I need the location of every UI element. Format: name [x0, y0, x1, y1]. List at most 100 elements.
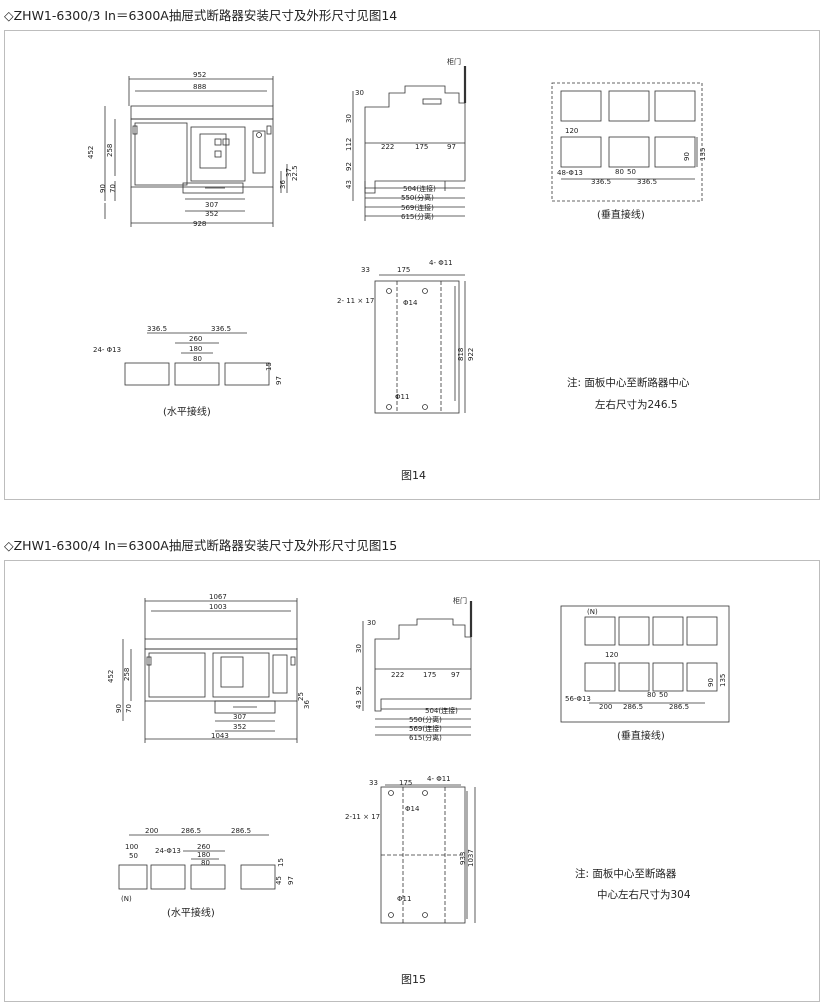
- fig14-mount-d33: 33: [361, 266, 370, 274]
- fig14-side-door: 柜门: [447, 57, 461, 66]
- fig14-side-d550: 550(分离): [401, 193, 434, 202]
- fig14-mount-slot: 2- 11 × 17: [337, 297, 374, 305]
- fig15-note-line2: 中心左右尺寸为304: [597, 888, 691, 901]
- fig15-vert-d200: 200: [599, 703, 612, 711]
- fig15-mount-view: [380, 784, 476, 924]
- fig15-heading: ◇ZHW1-6300/4 In＝6300A抽屉式断路器安装尺寸及外形尺寸见图15: [4, 538, 398, 553]
- fig14-side-d30: 30: [355, 89, 364, 97]
- fig14-front-view: [104, 76, 288, 227]
- fig15-vert-d135: 135: [719, 674, 727, 687]
- fig15-side-d92: 92: [355, 686, 363, 695]
- fig15-mount-d1037: 1037: [467, 849, 475, 867]
- fig14-front-w952: 952: [193, 71, 206, 79]
- fig14-side-d175: 175: [415, 143, 428, 151]
- fig14-caption: 图14: [401, 469, 426, 482]
- fig14-mount-d175: 175: [397, 266, 410, 274]
- fig15-front-h70: 70: [125, 704, 133, 713]
- fig15-horiz-d45: 45: [275, 876, 283, 885]
- fig15-vert-d2865a: 286.5: [623, 703, 643, 711]
- fig14-front-w888: 888: [193, 83, 206, 91]
- fig15-horiz-d260: 260: [197, 843, 210, 851]
- fig15-side-d175: 175: [423, 671, 436, 679]
- fig15-side-d30b: 30: [355, 644, 363, 653]
- fig15-side-d615: 615(分离): [409, 733, 442, 742]
- fig14-mount-d922: 922: [467, 348, 475, 361]
- fig14-mount-holes4: 4- Φ11: [429, 259, 453, 267]
- fig15-horiz-caption: (水平接线): [167, 906, 215, 919]
- fig15-front-d352: 352: [233, 723, 246, 731]
- fig14-vert-d3365b: 336.5: [637, 178, 657, 186]
- fig14-vert-d80: 80: [615, 168, 624, 176]
- fig15-front-w1067: 1067: [209, 593, 227, 601]
- fig15-mount-holes4: 4- Φ11: [427, 775, 451, 783]
- fig15-vert-n: (N): [587, 608, 598, 616]
- fig14-vert-d3365a: 336.5: [591, 178, 611, 186]
- fig15-side-d569: 569(连接): [409, 724, 442, 733]
- fig14-side-d97: 97: [447, 143, 456, 151]
- fig15-front-w1003: 1003: [209, 603, 227, 611]
- fig15-horiz-d180: 180: [197, 851, 210, 859]
- fig15-front-d1043: 1043: [211, 732, 229, 740]
- fig15-horiz-d97: 97: [287, 876, 295, 885]
- fig15-note-line1: 注: 面板中心至断路器: [575, 867, 677, 880]
- fig15-mount-phi14: Φ14: [405, 805, 420, 813]
- fig15-side-door: 柜门: [453, 596, 467, 605]
- fig15-front-h258: 258: [123, 668, 131, 681]
- fig15-caption: 图15: [401, 973, 426, 986]
- fig14-horiz-d80: 80: [193, 355, 202, 363]
- fig15-vert-d120: 120: [605, 651, 618, 659]
- fig14-vert-d90: 90: [683, 152, 691, 161]
- fig15-horiz-d15: 15: [277, 858, 285, 867]
- fig15-horiz-d80: 80: [201, 859, 210, 867]
- fig15-mount-d33: 33: [369, 779, 378, 787]
- fig15-side-d550: 550(分离): [409, 715, 442, 724]
- fig14-note-line2: 左右尺寸为246.5: [595, 398, 678, 411]
- fig14-horiz-d180: 180: [189, 345, 202, 353]
- fig15-horizontal-wiring: [118, 834, 276, 890]
- fig15-panel: 1067 1003 452 258 90 70 307 352 1043 25 …: [4, 560, 820, 1002]
- fig15-front-view: [122, 598, 298, 743]
- fig15-front-d307: 307: [233, 713, 246, 721]
- fig15-horiz-d2865b: 286.5: [231, 827, 251, 835]
- fig15-front-s25: 25: [297, 692, 305, 701]
- fig14-front-d928: 928: [193, 220, 206, 228]
- fig15-vertical-wiring: [560, 605, 730, 723]
- fig15-horiz-n: (N): [121, 895, 132, 903]
- fig14-horiz-holes: 24- Φ13: [93, 346, 121, 354]
- fig14-side-d222: 222: [381, 143, 394, 151]
- fig15-side-d43: 43: [355, 700, 363, 709]
- fig14-front-h452: 452: [87, 146, 95, 159]
- fig14-vert-holes: 48-Φ13: [557, 169, 583, 177]
- fig14-front-h258: 258: [106, 144, 114, 157]
- fig15-horiz-d100: 100: [125, 843, 138, 851]
- fig14-horiz-d3365a: 336.5: [147, 325, 167, 333]
- fig14-mount-view: [374, 274, 466, 414]
- fig15-mount-slot: 2-11 × 17: [345, 813, 380, 821]
- fig14-side-d615: 615(分离): [401, 212, 434, 221]
- fig15-side-d30: 30: [367, 619, 376, 627]
- fig15-vert-holes: 56-Φ13: [565, 695, 591, 703]
- fig14-front-h90: 90: [99, 184, 107, 193]
- fig15-mount-phi11: Φ11: [397, 895, 411, 903]
- fig14-front-h70: 70: [109, 184, 117, 193]
- fig14-note-line1: 注: 面板中心至断路器中心: [567, 376, 690, 389]
- fig15-vert-d50: 50: [659, 691, 668, 699]
- fig14-vert-d120: 120: [565, 127, 578, 135]
- fig14-front-d307: 307: [205, 201, 218, 209]
- fig14-side-d43: 43: [345, 180, 353, 189]
- fig14-side-d112: 112: [345, 138, 353, 151]
- fig14-side-view: [352, 66, 467, 221]
- fig14-side-d92: 92: [345, 162, 353, 171]
- fig15-vert-d80: 80: [647, 691, 656, 699]
- fig15-side-d222: 222: [391, 671, 404, 679]
- fig14-front-d352: 352: [205, 210, 218, 218]
- fig14-vert-d135: 135: [699, 148, 707, 161]
- fig15-front-h90: 90: [115, 704, 123, 713]
- fig15-mount-d933: 933: [459, 852, 467, 865]
- fig14-mount-d818: 818: [457, 348, 465, 361]
- fig14-horizontal-wiring: [124, 332, 270, 386]
- fig15-front-s36: 36: [303, 700, 311, 709]
- fig14-vertical-wiring: [551, 82, 703, 202]
- fig14-drawing: 952 888 452 258 90 70 307 352 928 36 37 …: [87, 57, 707, 482]
- fig14-horiz-d15: 15: [265, 362, 273, 371]
